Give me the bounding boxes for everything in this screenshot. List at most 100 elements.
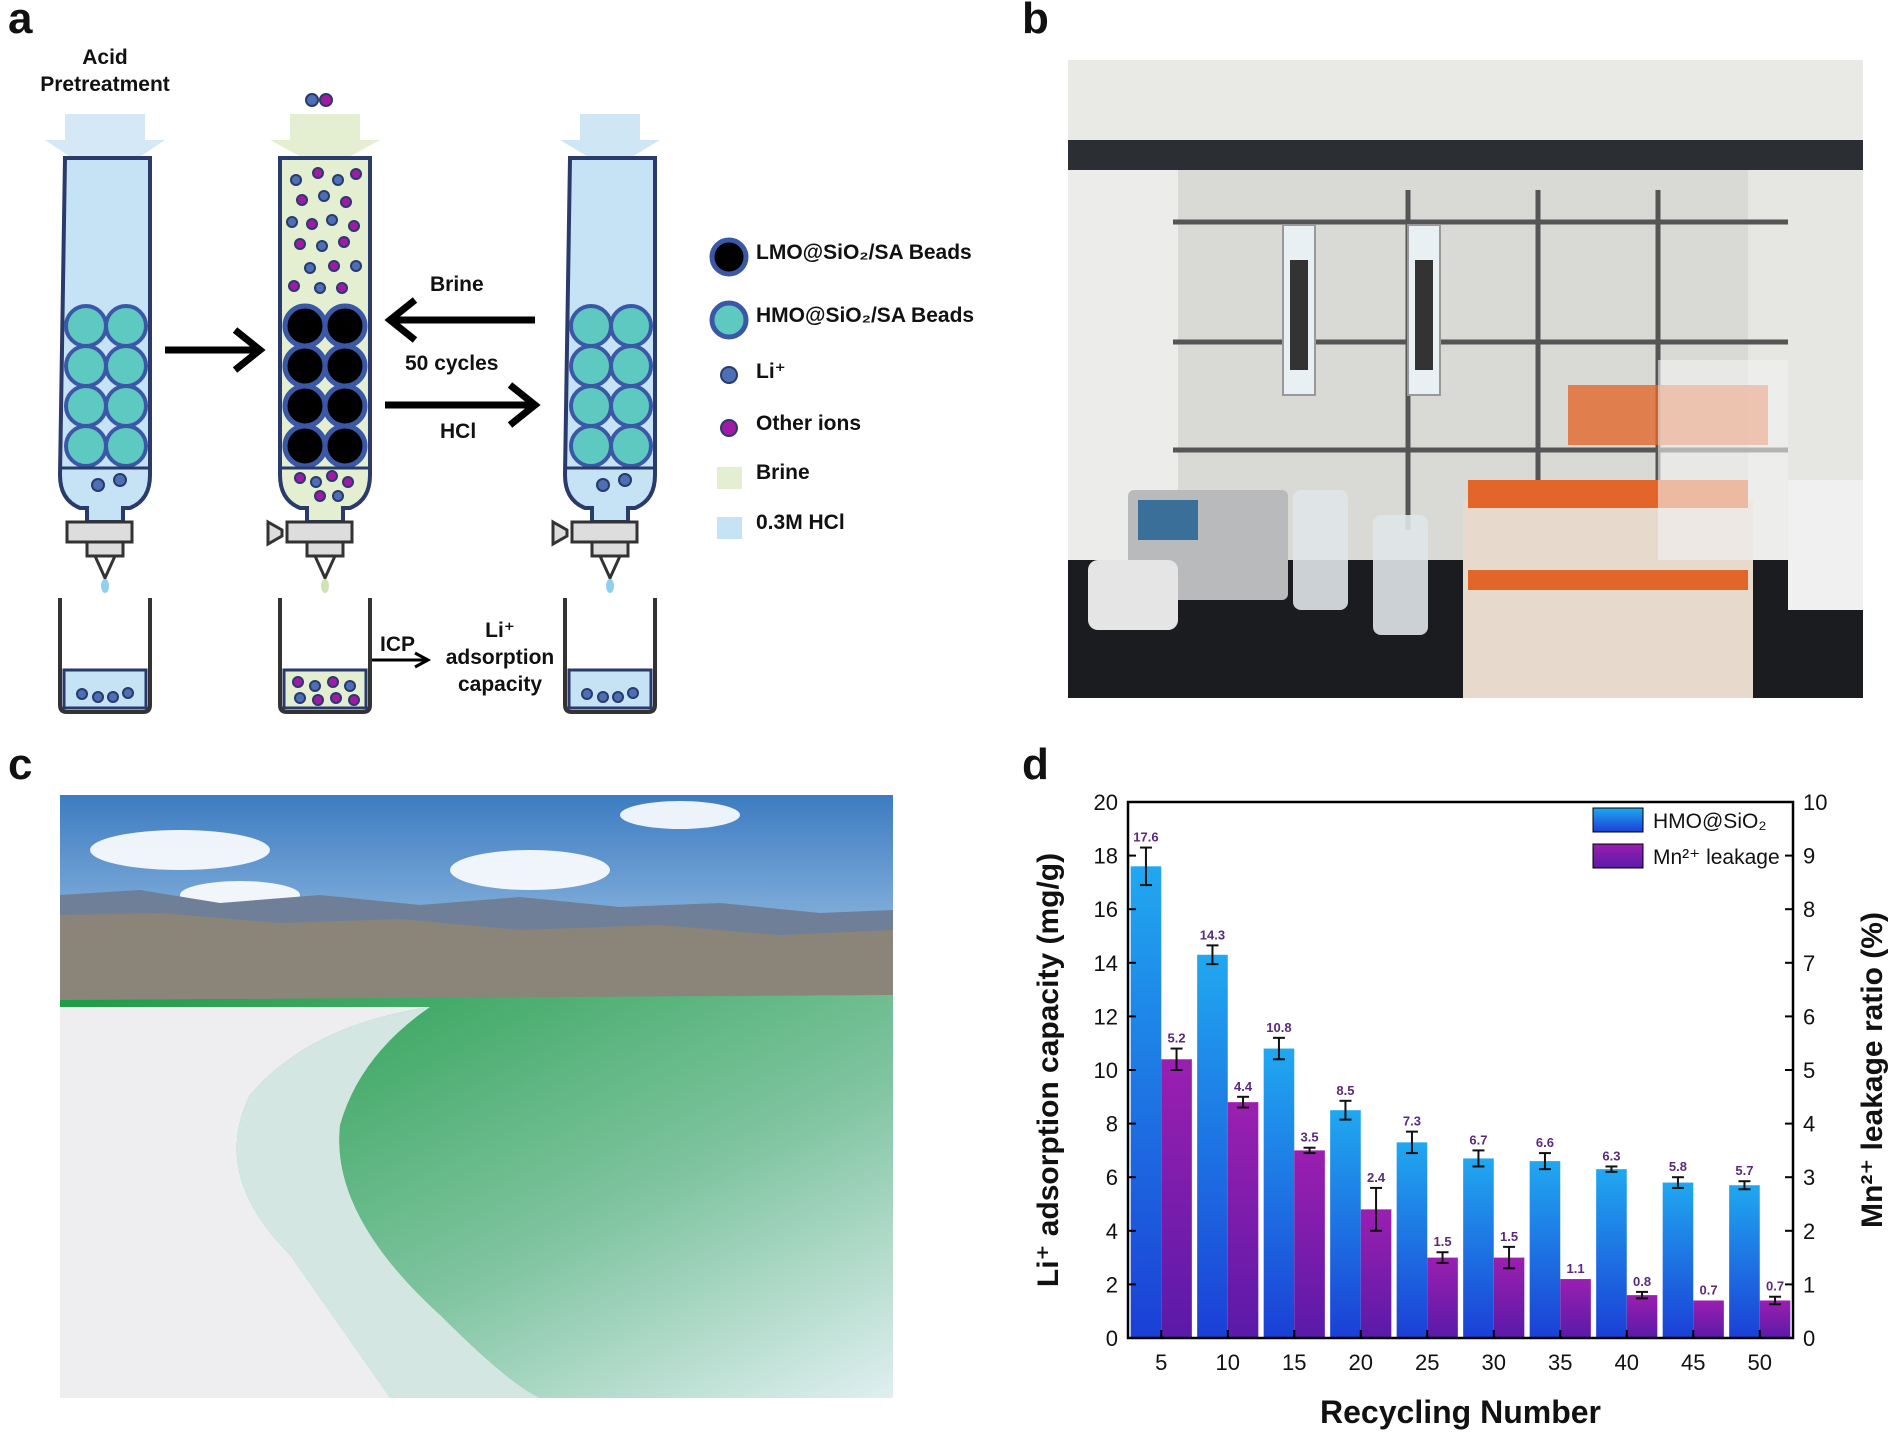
bar-mn-40 (1626, 1295, 1658, 1338)
data-label: 0.7 (1766, 1279, 1784, 1294)
bar-mn-45 (1693, 1300, 1724, 1338)
right-tick-label: 3 (1803, 1165, 1815, 1190)
x-tick-label: 35 (1548, 1350, 1572, 1375)
acid-label-line2: Pretreatment (40, 73, 170, 96)
column-hcl-desorption (551, 114, 660, 714)
left-tick-label: 14 (1094, 951, 1118, 976)
data-label: 14.3 (1200, 927, 1225, 942)
data-label: 5.8 (1669, 1159, 1687, 1174)
bar-hmo-20 (1330, 1110, 1361, 1338)
x-tick-label: 25 (1415, 1350, 1439, 1375)
bar-mn-50 (1759, 1300, 1791, 1338)
panel-letter-a: a (8, 0, 33, 43)
y-axis-right-label: Mn²⁺ leakage ratio (%) (1856, 912, 1889, 1228)
x-tick-label: 40 (1615, 1350, 1639, 1375)
left-tick-label: 4 (1106, 1219, 1118, 1244)
bar-mn-15 (1294, 1150, 1325, 1338)
bar-mn-25 (1427, 1257, 1458, 1338)
cycles-label: 50 cycles (405, 352, 499, 375)
column-acid-pretreatment (45, 114, 165, 714)
left-tick-label: 8 (1106, 1112, 1118, 1137)
panel-letter-c: c (8, 740, 33, 789)
legend-label-0: HMO@SiO₂ (1653, 810, 1766, 833)
data-label: 3.5 (1301, 1130, 1319, 1145)
bar-hmo-5 (1130, 866, 1162, 1338)
li-adsorption-capacity-label: Li⁺ adsorption capacity (430, 617, 570, 698)
right-tick-label: 5 (1803, 1058, 1815, 1083)
x-tick-label: 50 (1748, 1350, 1772, 1375)
bar-hmo-15 (1263, 1048, 1295, 1338)
left-tick-label: 6 (1106, 1165, 1118, 1190)
right-tick-label: 0 (1803, 1326, 1815, 1351)
x-tick-label: 10 (1216, 1350, 1240, 1375)
x-axis-label: Recycling Number (1320, 1394, 1601, 1430)
process-arrows (165, 297, 541, 669)
legend-label-1: Mn²⁺ leakage (1653, 846, 1780, 869)
right-tick-label: 8 (1803, 897, 1815, 922)
bar-hmo-40 (1596, 1169, 1627, 1338)
data-label: 4.4 (1234, 1079, 1253, 1094)
right-tick-label: 10 (1803, 790, 1827, 815)
bar-hmo-35 (1529, 1161, 1561, 1338)
column-brine-adsorption (266, 93, 380, 714)
x-tick-label: 5 (1155, 1350, 1167, 1375)
panel-letter-b: b (1022, 0, 1049, 43)
bar-mn-5 (1161, 1059, 1192, 1338)
data-label: 0.8 (1633, 1274, 1651, 1289)
right-tick-label: 9 (1803, 844, 1815, 869)
result-line1: Li⁺ (485, 619, 515, 642)
right-tick-label: 2 (1803, 1219, 1815, 1244)
data-label: 8.5 (1336, 1083, 1354, 1098)
bar-hmo-10 (1197, 954, 1228, 1338)
data-label: 1.1 (1567, 1261, 1585, 1276)
data-label: 5.2 (1168, 1031, 1186, 1046)
data-label: 0.7 (1700, 1282, 1718, 1297)
x-tick-label: 20 (1349, 1350, 1373, 1375)
data-label: 17.6 (1133, 830, 1158, 845)
legend-hcl: 0.3M HCl (756, 511, 845, 534)
x-tick-label: 15 (1282, 1350, 1306, 1375)
data-label: 5.7 (1735, 1163, 1753, 1178)
bar-mn-30 (1493, 1257, 1525, 1338)
bar-hmo-25 (1396, 1142, 1428, 1338)
hcl-arrow-label: HCl (440, 420, 477, 443)
result-line2: adsorption (445, 646, 555, 669)
data-label: 2.4 (1367, 1170, 1386, 1185)
legend-brine: Brine (756, 461, 810, 484)
left-tick-label: 20 (1094, 790, 1118, 815)
y-axis-left-label: Li⁺ adsorption capacity (mg/g) (1032, 853, 1065, 1287)
icp-label: ICP (380, 633, 416, 656)
legend-li-ion: Li⁺ (756, 360, 786, 383)
data-label: 1.5 (1434, 1234, 1452, 1249)
right-tick-label: 6 (1803, 1004, 1815, 1029)
x-tick-label: 45 (1681, 1350, 1705, 1375)
data-label: 10.8 (1266, 1020, 1291, 1035)
x-tick-label: 30 (1482, 1350, 1506, 1375)
right-tick-label: 1 (1803, 1272, 1815, 1297)
legend-markers-a (709, 237, 749, 539)
bar-hmo-50 (1729, 1185, 1760, 1338)
panel-a-diagram (45, 93, 749, 714)
legend-swatch-1 (1592, 843, 1644, 869)
data-label: 1.5 (1500, 1229, 1518, 1244)
data-label: 6.7 (1469, 1132, 1487, 1147)
left-tick-label: 0 (1106, 1326, 1118, 1351)
legend-lmo-beads: LMO@SiO₂/SA Beads (756, 241, 972, 264)
left-tick-label: 18 (1094, 844, 1118, 869)
bar-hmo-45 (1662, 1182, 1694, 1338)
bar-mn-10 (1227, 1102, 1259, 1338)
lab-setup-photo (1068, 60, 1863, 698)
legend-hmo-beads: HMO@SiO₂/SA Beads (756, 304, 975, 327)
salt-lake-photo (60, 795, 893, 1398)
panel-letter-d: d (1022, 740, 1049, 789)
legend-other-ions: Other ions (756, 412, 862, 435)
legend-swatch-0 (1592, 807, 1644, 833)
right-tick-label: 4 (1803, 1112, 1815, 1137)
left-tick-label: 12 (1094, 1004, 1118, 1029)
brine-arrow-label: Brine (430, 273, 484, 296)
right-tick-label: 7 (1803, 951, 1815, 976)
left-tick-label: 2 (1106, 1272, 1118, 1297)
data-label: 6.6 (1536, 1135, 1554, 1150)
left-tick-label: 16 (1094, 897, 1118, 922)
